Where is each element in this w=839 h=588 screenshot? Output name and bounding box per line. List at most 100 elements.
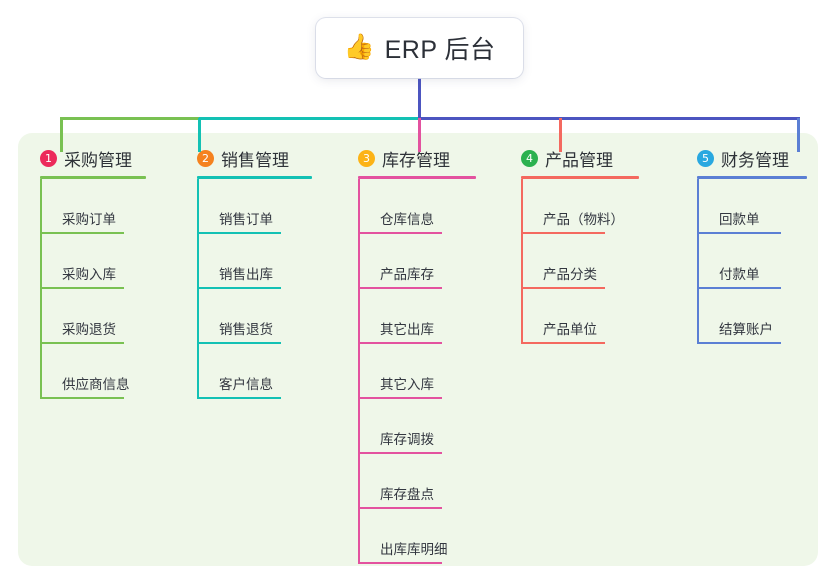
leaf-node-label: 其它入库: [380, 377, 434, 393]
leaf-node-underline: [197, 397, 281, 399]
leaf-node-underline: [358, 507, 442, 509]
leaf-node-underline: [40, 232, 124, 234]
leaf-node-underline: [697, 287, 781, 289]
leaf-node[interactable]: 结算账户: [697, 289, 807, 344]
leaf-node[interactable]: 回款单: [697, 179, 807, 234]
leaf-node-label: 销售订单: [219, 212, 273, 228]
leaf-node-underline: [197, 232, 281, 234]
column-badge-1: 1: [40, 149, 57, 167]
leaf-node-label: 付款单: [719, 267, 760, 283]
column-1: 1 采购管理采购订单采购入库采购退货供应商信息: [40, 146, 146, 399]
column-items-5: 回款单付款单结算账户: [697, 179, 807, 344]
leaf-node-underline: [40, 397, 124, 399]
leaf-node-label: 仓库信息: [380, 212, 434, 228]
column-items-1: 采购订单采购入库采购退货供应商信息: [40, 179, 146, 399]
leaf-node[interactable]: 产品分类: [521, 234, 639, 289]
leaf-node[interactable]: 出库库明细: [358, 509, 476, 564]
column-badge-2: 2: [197, 149, 214, 167]
leaf-node-label: 销售退货: [219, 322, 273, 338]
leaf-node-underline: [40, 287, 124, 289]
leaf-node-underline: [40, 342, 124, 344]
leaf-node-label: 库存调拨: [380, 432, 434, 448]
leaf-node[interactable]: 销售退货: [197, 289, 312, 344]
column-items-2: 销售订单销售出库销售退货客户信息: [197, 179, 312, 399]
leaf-node-label: 采购订单: [62, 212, 116, 228]
root-node[interactable]: 👍 ERP 后台: [316, 18, 523, 78]
leaf-node[interactable]: 其它入库: [358, 344, 476, 399]
leaf-node[interactable]: 产品单位: [521, 289, 639, 344]
column-spine-4: [521, 179, 523, 344]
column-badge-4: 4: [521, 149, 538, 167]
leaf-node[interactable]: 销售出库: [197, 234, 312, 289]
column-badge-3: 3: [358, 149, 375, 167]
column-spine-5: [697, 179, 699, 344]
column-underline-5: [697, 176, 807, 179]
leaf-node-label: 出库库明细: [380, 542, 448, 558]
leaf-node-underline: [358, 232, 442, 234]
leaf-node[interactable]: 其它出库: [358, 289, 476, 344]
column-underline-4: [521, 176, 639, 179]
leaf-node-label: 产品单位: [543, 322, 597, 338]
leaf-node-underline: [521, 287, 605, 289]
leaf-node-label: 回款单: [719, 212, 760, 228]
column-4: 4 产品管理产品（物料） 产品分类产品单位: [521, 146, 639, 344]
leaf-node[interactable]: 销售订单: [197, 179, 312, 234]
column-header-2[interactable]: 2 销售管理: [197, 146, 312, 170]
column-header-1[interactable]: 1 采购管理: [40, 146, 146, 170]
leaf-node[interactable]: 库存调拨: [358, 399, 476, 454]
diagram-background-panel: [18, 133, 818, 566]
leaf-node[interactable]: 供应商信息: [40, 344, 146, 399]
leaf-node-label: 库存盘点: [380, 487, 434, 503]
leaf-node-label: 结算账户: [719, 322, 773, 338]
leaf-node-underline: [521, 232, 605, 234]
column-header-4[interactable]: 4 产品管理: [521, 146, 639, 170]
leaf-node-label: 供应商信息: [62, 377, 130, 393]
leaf-node-label: 其它出库: [380, 322, 434, 338]
leaf-node-underline: [197, 287, 281, 289]
leaf-node[interactable]: 采购入库: [40, 234, 146, 289]
leaf-node-underline: [697, 342, 781, 344]
column-badge-5: 5: [697, 149, 714, 167]
leaf-node-label: 客户信息: [219, 377, 273, 393]
column-items-3: 仓库信息产品库存其它出库其它入库库存调拨库存盘点出库库明细: [358, 179, 476, 564]
leaf-node[interactable]: 采购订单: [40, 179, 146, 234]
leaf-node[interactable]: 产品（物料）: [521, 179, 639, 234]
leaf-node-label: 产品库存: [380, 267, 434, 283]
column-2: 2 销售管理销售订单销售出库销售退货客户信息: [197, 146, 312, 399]
leaf-node[interactable]: 库存盘点: [358, 454, 476, 509]
leaf-node[interactable]: 仓库信息: [358, 179, 476, 234]
leaf-node-label: 产品分类: [543, 267, 597, 283]
column-title-5: 财务管理: [721, 150, 789, 170]
root-title: ERP 后台: [384, 36, 496, 64]
leaf-node-label: 产品（物料）: [543, 212, 624, 228]
column-header-5[interactable]: 5 财务管理: [697, 146, 807, 170]
column-underline-1: [40, 176, 146, 179]
leaf-node[interactable]: 产品库存: [358, 234, 476, 289]
column-underline-2: [197, 176, 312, 179]
column-spine-2: [197, 179, 199, 399]
leaf-node-underline: [697, 232, 781, 234]
column-spine-1: [40, 179, 42, 399]
column-items-4: 产品（物料） 产品分类产品单位: [521, 179, 639, 344]
column-3: 3 库存管理仓库信息产品库存其它出库其它入库库存调拨库存盘点出库库明细: [358, 146, 476, 564]
leaf-node[interactable]: 客户信息: [197, 344, 312, 399]
leaf-node-label: 采购入库: [62, 267, 116, 283]
column-title-3: 库存管理: [382, 150, 450, 170]
leaf-node[interactable]: 付款单: [697, 234, 807, 289]
column-title-4: 产品管理: [545, 150, 613, 170]
leaf-node-underline: [521, 342, 605, 344]
column-header-3[interactable]: 3 库存管理: [358, 146, 476, 170]
column-5: 5 财务管理回款单付款单结算账户: [697, 146, 807, 344]
leaf-node-underline: [358, 342, 442, 344]
column-title-2: 销售管理: [221, 150, 289, 170]
leaf-node-underline: [358, 452, 442, 454]
leaf-node-underline: [358, 287, 442, 289]
leaf-node-underline: [358, 397, 442, 399]
leaf-node-label: 销售出库: [219, 267, 273, 283]
leaf-node[interactable]: 采购退货: [40, 289, 146, 344]
column-title-1: 采购管理: [64, 150, 132, 170]
column-spine-3: [358, 179, 360, 564]
leaf-node-underline: [197, 342, 281, 344]
leaf-node-underline: [358, 562, 442, 564]
